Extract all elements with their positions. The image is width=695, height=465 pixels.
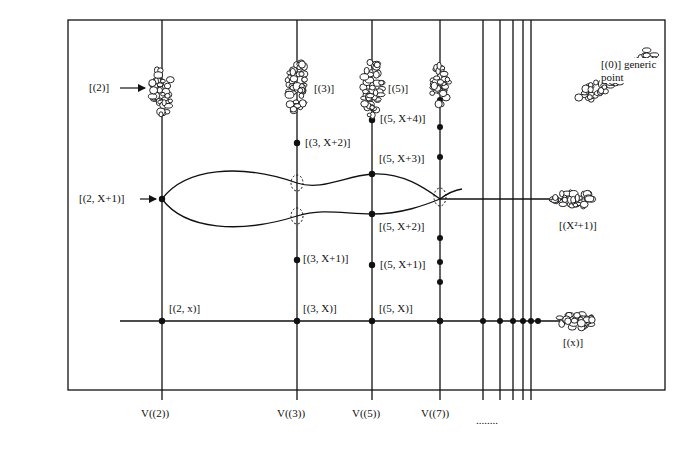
- blob-loop: [285, 91, 294, 98]
- blob-loop: [594, 80, 599, 85]
- blob-loop: [159, 112, 163, 117]
- blob-loop: [370, 85, 376, 90]
- blob-loop: [431, 82, 437, 89]
- blob-loop: [577, 320, 585, 327]
- blob-loop: [162, 100, 166, 106]
- blob-loop: [148, 94, 156, 99]
- fibre-label: V((2)): [140, 407, 170, 420]
- point-label: [(3, X+1)]: [302, 252, 349, 265]
- blob-loop: [556, 316, 563, 320]
- blob-loop: [364, 67, 369, 74]
- point-label: [(0)] generic point: [600, 58, 664, 83]
- point-label: [(5, X+1)]: [379, 258, 426, 271]
- blob-loop: [363, 90, 369, 94]
- blob-loop: [585, 196, 594, 202]
- blob-loop: [367, 59, 373, 65]
- blob-loop: [575, 194, 579, 201]
- blob-loop: [374, 62, 380, 68]
- blob-loop: [573, 203, 578, 207]
- blob-loop: [161, 79, 166, 83]
- blob-loop: [299, 93, 304, 98]
- blob-loop: [166, 77, 174, 83]
- blob-loop: [300, 71, 308, 77]
- blob-loop: [150, 87, 158, 94]
- blob-loop: [290, 76, 297, 82]
- blob-loop: [290, 106, 296, 112]
- blob-loop: [361, 101, 369, 107]
- blob-loop: [440, 90, 447, 96]
- blob-loop: [379, 81, 384, 85]
- fibre-label: V((5)): [351, 407, 381, 420]
- blob-loop: [445, 77, 449, 82]
- generic-point-blobs: [148, 48, 658, 331]
- blob-loop: [298, 88, 303, 93]
- blob-loop: [165, 93, 170, 98]
- blob-loop: [285, 78, 289, 83]
- blob-loop: [571, 318, 577, 323]
- blob-loop: [299, 87, 305, 93]
- point-label: [(5)]: [387, 82, 409, 95]
- point-label: [(5, X+3)]: [378, 152, 425, 165]
- point-label: [(x)]: [562, 336, 584, 349]
- blob-loop: [643, 48, 651, 53]
- blob-loop: [580, 201, 588, 207]
- tangency-circles: [291, 175, 446, 224]
- blob-loop: [560, 191, 564, 197]
- blob-loop: [565, 318, 571, 325]
- point-label: [(5, X+4)]: [379, 112, 426, 125]
- point-label: [(5, X)]: [378, 302, 414, 315]
- blob-loop: [302, 77, 308, 82]
- blob-loop: [440, 71, 448, 76]
- closed-points: [159, 97, 541, 324]
- blob-loop: [360, 74, 369, 80]
- blob-loop: [575, 94, 583, 101]
- fibre-lines: [120, 20, 565, 400]
- point-label: [(3, X)]: [302, 302, 338, 315]
- frame: [68, 20, 665, 390]
- blob-loop: [370, 106, 374, 110]
- blob-loop: [299, 72, 304, 77]
- point-label: [(2, x)]: [168, 302, 201, 315]
- blob-loop: [168, 99, 172, 103]
- blob-loop: [373, 90, 377, 96]
- point-label: [(5, X+2)]: [378, 220, 425, 233]
- blob-loop: [437, 62, 441, 69]
- blob-loop: [154, 72, 163, 78]
- point-label: [(3, X+2)]: [304, 136, 351, 149]
- blob-loop: [587, 95, 592, 100]
- blob-loop: [430, 91, 435, 95]
- blob-loop: [299, 61, 306, 68]
- blob-loop: [373, 71, 379, 78]
- blob-loop: [149, 80, 156, 87]
- point-label: [(2)]: [88, 81, 110, 94]
- fibre-label: V((7)): [420, 407, 450, 420]
- fibre-label: V((3)): [276, 407, 306, 420]
- blob-loop: [574, 313, 580, 319]
- quadric-curve: [162, 171, 565, 227]
- blob-loop: [367, 94, 374, 98]
- point-label: [(3)]: [313, 82, 335, 95]
- blob-loop: [588, 87, 593, 93]
- blob-loop: [553, 195, 558, 201]
- blob-loop: [437, 80, 443, 85]
- blob-loop: [435, 100, 442, 107]
- point-label: [(X²+1)]: [558, 219, 598, 232]
- blob-loop: [559, 202, 567, 207]
- blob-loop: [290, 68, 295, 75]
- point-label: [(2, X+1)]: [78, 192, 125, 205]
- blob-loop: [367, 113, 371, 117]
- blob-loop: [589, 317, 595, 323]
- fibre-label: ........: [475, 414, 499, 427]
- pointer-arrows: [120, 88, 156, 199]
